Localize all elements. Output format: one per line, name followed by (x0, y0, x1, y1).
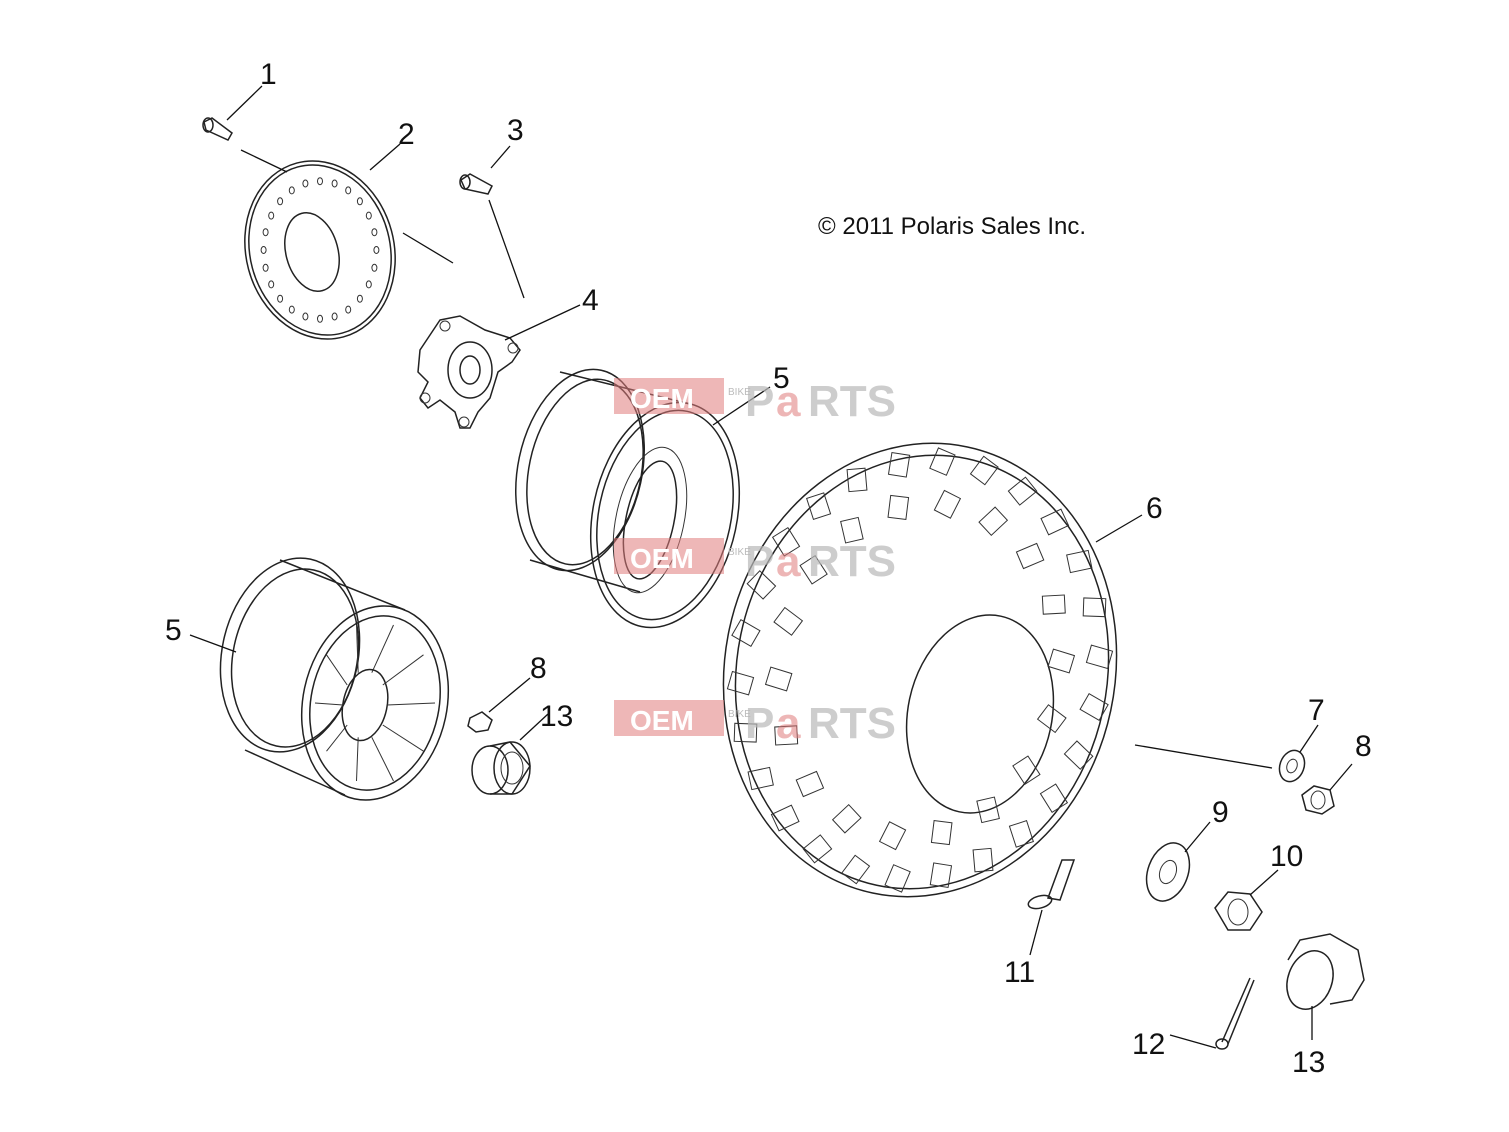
callout-13-left: 13 (540, 700, 573, 733)
callout-11: 11 (1004, 956, 1035, 989)
svg-text:RTS: RTS (808, 377, 896, 426)
watermark-1: OEM BIKE P a RTS (614, 377, 896, 426)
svg-text:BIKE: BIKE (728, 387, 751, 398)
svg-text:OEM: OEM (630, 543, 694, 574)
callout-2: 2 (398, 118, 415, 151)
callout-6: 6 (1146, 492, 1163, 525)
wheel-hub-icon (417, 315, 521, 429)
hub-cap-icon (471, 741, 531, 795)
washer-icon (1145, 842, 1191, 902)
callout-13-right: 13 (1292, 1046, 1325, 1079)
svg-text:RTS: RTS (808, 699, 896, 748)
bolt-icon (459, 173, 493, 195)
copyright-text: © 2011 Polaris Sales Inc. (818, 213, 1086, 240)
callout-12: 12 (1132, 1028, 1165, 1061)
svg-text:RTS: RTS (808, 537, 896, 586)
callout-4: 4 (582, 284, 599, 317)
cotter-pin-icon (1215, 977, 1255, 1050)
callout-10: 10 (1270, 840, 1303, 873)
tire-icon (722, 442, 1118, 898)
svg-text:P: P (745, 537, 774, 586)
callout-8-left: 8 (530, 652, 547, 685)
callout-3: 3 (507, 114, 524, 147)
callout-5-upper: 5 (773, 362, 790, 395)
brake-disc-icon (244, 160, 396, 340)
svg-text:OEM: OEM (630, 705, 694, 736)
nut-icon (467, 711, 493, 733)
callout-1: 1 (260, 58, 277, 91)
svg-text:P: P (745, 377, 774, 426)
svg-text:a: a (776, 699, 801, 748)
svg-text:P: P (745, 699, 774, 748)
callout-7: 7 (1308, 694, 1325, 727)
watermark-2: OEM BIKE P a RTS (614, 537, 896, 586)
wheel-rim-icon (219, 557, 450, 801)
bolt-icon (202, 117, 233, 141)
svg-text:OEM: OEM (630, 383, 694, 414)
callout-9: 9 (1212, 796, 1229, 829)
nut-icon (1301, 785, 1335, 815)
washer-icon (1278, 749, 1306, 783)
wheel-rim-icon (515, 368, 741, 629)
stud-icon (1027, 859, 1076, 910)
hub-cap-icon (1286, 933, 1365, 1010)
svg-text:a: a (776, 537, 801, 586)
svg-text:BIKE: BIKE (728, 709, 751, 720)
svg-text:BIKE: BIKE (728, 547, 751, 558)
svg-text:a: a (776, 377, 801, 426)
callout-8-right: 8 (1355, 730, 1372, 763)
nut-icon (1214, 891, 1263, 931)
watermark-3: OEM BIKE P a RTS (614, 699, 896, 748)
callout-5-lower: 5 (165, 614, 182, 647)
watermark: OEM BIKE P a RTS OEM BIKE P a RTS OEM BI… (614, 377, 896, 748)
